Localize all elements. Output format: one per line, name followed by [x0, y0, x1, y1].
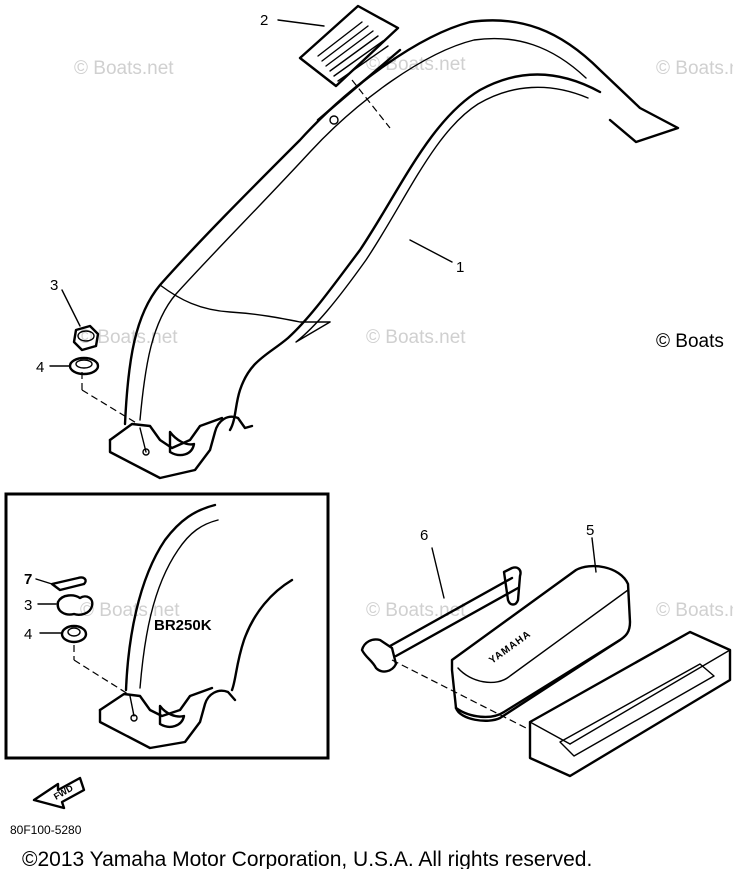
watermark: © Boats.net	[656, 600, 733, 621]
part-toolbox: YAMAHA	[450, 537, 732, 778]
callout-3-inset: 3	[24, 597, 32, 614]
part-washer	[68, 356, 100, 376]
callout-3: 3	[50, 277, 58, 294]
callout-7: 7	[24, 571, 32, 588]
part-fender	[81, 19, 680, 480]
watermark-right: © Boats	[656, 331, 724, 352]
watermark: © Boats.net	[80, 600, 180, 621]
callout-4: 4	[36, 359, 44, 376]
callout-1: 1	[456, 259, 464, 276]
part-number: 80F100-5280	[10, 823, 82, 837]
callout-2: 2	[260, 12, 268, 29]
part-nut	[72, 324, 100, 352]
callout-6: 6	[420, 527, 428, 544]
toolbox-brand: YAMAHA	[487, 629, 533, 667]
watermarks: © Boats.net © Boats.net © Boats.net © Bo…	[74, 54, 733, 621]
part-strap	[360, 547, 531, 731]
watermark: © Boats.net	[78, 327, 178, 348]
watermark: © Boats.net	[74, 58, 174, 79]
watermark: © Boats.net	[366, 600, 466, 621]
watermark: © Boats.net	[656, 58, 733, 79]
callout-4-inset: 4	[24, 626, 32, 643]
callout-5: 5	[586, 522, 594, 539]
inset-box: 7 3 4 BR250K	[4, 492, 330, 760]
watermark: © Boats.net	[366, 327, 466, 348]
copyright-notice: ©2013 Yamaha Motor Corporation, U.S.A. A…	[22, 848, 592, 869]
part-decal	[298, 4, 400, 129]
inset-model-label: BR250K	[154, 617, 212, 634]
fwd-arrow-icon: FWD	[32, 776, 86, 810]
